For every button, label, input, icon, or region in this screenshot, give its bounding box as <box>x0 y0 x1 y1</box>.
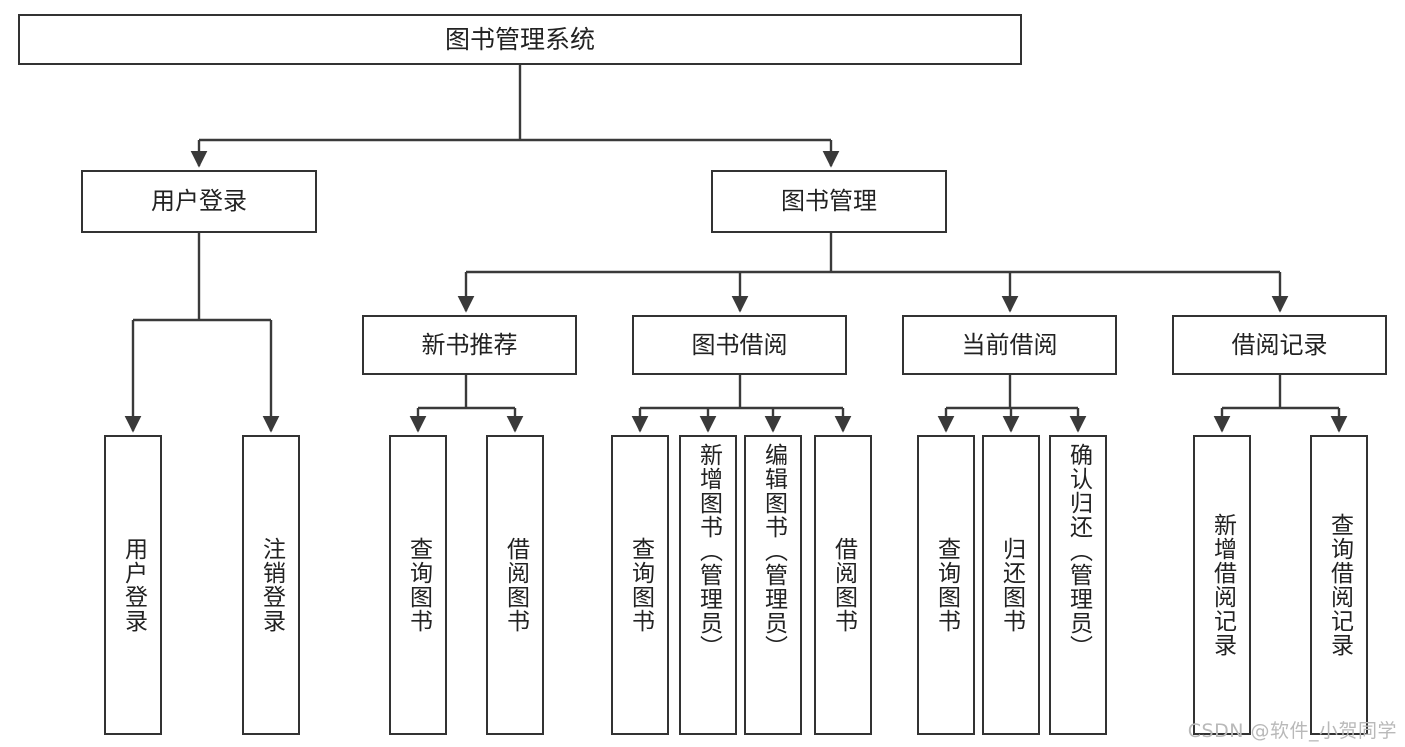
node-book-manage-label: 图书管理 <box>781 187 877 216</box>
node-leaf-add-book[interactable]: 新增图书（管理员） <box>679 435 737 735</box>
node-leaf-confirm-return[interactable]: 确认归还（管理员） <box>1049 435 1107 735</box>
node-leaf-query-record[interactable]: 查询借阅记录 <box>1310 435 1368 735</box>
node-leaf-borrow-book-1[interactable]: 借阅图书 <box>486 435 544 735</box>
node-user-login[interactable]: 用户登录 <box>81 170 317 233</box>
node-leaf-query-book-3[interactable]: 查询图书 <box>917 435 975 735</box>
node-borrow-record[interactable]: 借阅记录 <box>1172 315 1387 375</box>
node-current-borrow[interactable]: 当前借阅 <box>902 315 1117 375</box>
node-book-manage[interactable]: 图书管理 <box>711 170 947 233</box>
node-leaf-user-login[interactable]: 用户登录 <box>104 435 162 735</box>
node-leaf-add-record[interactable]: 新增借阅记录 <box>1193 435 1251 735</box>
node-root-label: 图书管理系统 <box>444 24 595 54</box>
node-book-borrow[interactable]: 图书借阅 <box>632 315 847 375</box>
node-leaf-query-record-label: 查询借阅记录 <box>1326 513 1353 657</box>
csdn-watermark: CSDN @软件_小贺同学 <box>1187 720 1397 742</box>
node-leaf-borrow-book-2[interactable]: 借阅图书 <box>814 435 872 735</box>
node-leaf-query-book-1[interactable]: 查询图书 <box>389 435 447 735</box>
node-leaf-return-book-label: 归还图书 <box>998 537 1025 633</box>
node-leaf-edit-book-label: 编辑图书（管理员） <box>760 443 787 659</box>
node-leaf-borrow-book-1-label: 借阅图书 <box>502 537 529 633</box>
node-borrow-record-label: 借阅记录 <box>1231 330 1328 359</box>
node-user-login-label: 用户登录 <box>151 187 247 216</box>
node-new-book-recommend[interactable]: 新书推荐 <box>362 315 577 375</box>
node-leaf-borrow-book-2-label: 借阅图书 <box>830 537 857 633</box>
node-leaf-edit-book[interactable]: 编辑图书（管理员） <box>744 435 802 735</box>
node-leaf-return-book[interactable]: 归还图书 <box>982 435 1040 735</box>
node-leaf-query-book-1-label: 查询图书 <box>405 537 432 633</box>
node-leaf-add-book-label: 新增图书（管理员） <box>695 443 722 659</box>
node-new-book-recommend-label: 新书推荐 <box>421 330 518 359</box>
node-leaf-user-logout[interactable]: 注销登录 <box>242 435 300 735</box>
node-book-borrow-label: 图书借阅 <box>691 330 788 359</box>
node-leaf-query-book-3-label: 查询图书 <box>933 537 960 633</box>
node-leaf-query-book-2-label: 查询图书 <box>627 537 654 633</box>
node-leaf-add-record-label: 新增借阅记录 <box>1209 513 1236 657</box>
node-leaf-query-book-2[interactable]: 查询图书 <box>611 435 669 735</box>
node-leaf-confirm-return-label: 确认归还（管理员） <box>1065 443 1092 659</box>
node-current-borrow-label: 当前借阅 <box>961 330 1058 359</box>
node-root[interactable]: 图书管理系统 <box>18 14 1022 65</box>
node-leaf-user-login-label: 用户登录 <box>120 537 147 633</box>
node-leaf-user-logout-label: 注销登录 <box>258 537 285 633</box>
